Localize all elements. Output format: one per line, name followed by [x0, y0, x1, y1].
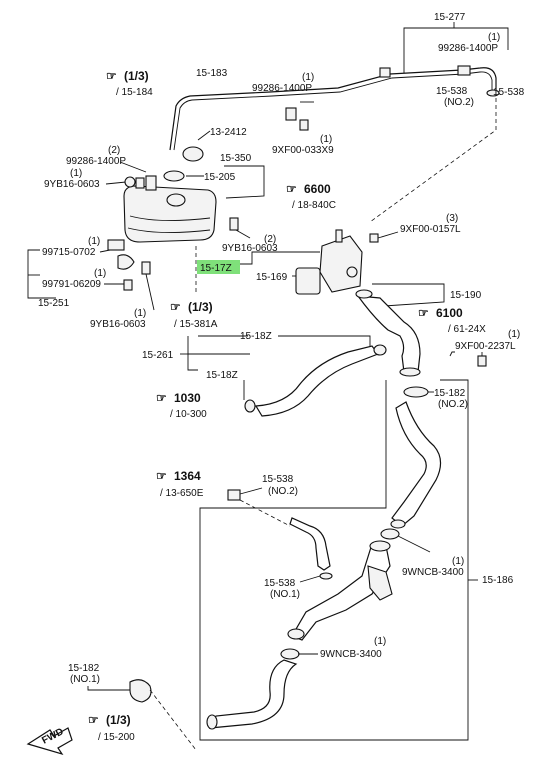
ref-15-381a-num: (1/3) [188, 300, 213, 314]
bracket-15-277 [403, 22, 509, 76]
label-99715-0702: 99715-0702 [42, 247, 96, 258]
label-15-538-low: 15-538 [264, 578, 296, 589]
clamp-9wncb-3400-a [380, 528, 400, 540]
pointing-hand-icon: ☞ [106, 69, 117, 83]
pipe-bypass [289, 517, 331, 571]
label-15-350: 15-350 [220, 153, 252, 164]
clamp-13-2412 [182, 146, 204, 162]
label-qty: (2) [264, 234, 276, 245]
pointing-hand-icon: ☞ [170, 300, 181, 314]
bracket-15-251 [27, 239, 151, 299]
ref-1364-num: 1364 [174, 469, 201, 483]
label-15-538-low-note: (NO.1) [270, 589, 300, 600]
label-15-538-top: 15-538 [436, 86, 468, 97]
pointing-hand-icon: ☞ [156, 391, 167, 405]
bolt-9xf00-0157l [369, 233, 379, 243]
label-15-18z-b: 15-18Z [206, 370, 238, 381]
label-qty: (1) [320, 134, 332, 145]
hose-15-182-upper [391, 401, 442, 527]
pipe-15-186 [287, 540, 393, 641]
pointing-hand-icon: ☞ [88, 713, 99, 727]
highlight-15-17z [197, 260, 240, 274]
label-99791-06209: 99791-06209 [42, 279, 101, 290]
bolt-9xf00-033x9 [299, 119, 309, 131]
label-9xf00-0157l: 9XF00-0157L [400, 224, 461, 235]
label-qty: (1) [94, 268, 106, 279]
ref-1030-sub: / 10-300 [170, 409, 207, 420]
label-15-538-top: 15-538 [493, 87, 525, 98]
label-15-205: 15-205 [204, 172, 236, 183]
label-qty: (3) [446, 213, 458, 224]
pointing-hand-icon: ☞ [156, 469, 167, 483]
bolt-9yb16-0603-b [229, 217, 239, 231]
label-13-2412: 13-2412 [210, 127, 247, 138]
label-9xf00-2237l: 9XF00-2237L [455, 341, 516, 352]
ref-15-184-sub: / 15-184 [116, 87, 153, 98]
label-15-277: 15-277 [434, 12, 466, 23]
label-15-261: 15-261 [142, 350, 174, 361]
hose-15-261 [254, 345, 379, 417]
label-99286-1400p-a: 99286-1400P [438, 43, 498, 54]
label-15-169: 15-169 [256, 272, 288, 283]
bracket-15-186 [199, 379, 478, 741]
label-15-182-low-note: (NO.1) [70, 674, 100, 685]
label-15-538-mid: 15-538 [262, 474, 294, 485]
label-99286-1400p-b: 99286-1400P [252, 83, 312, 94]
label-15-17z: 15-17Z [200, 263, 232, 274]
label-qty: (1) [374, 636, 386, 647]
label-15-183: 15-183 [196, 68, 228, 79]
label-15-18z-a: 15-18Z [240, 331, 272, 342]
ref-15-184-num: (1/3) [124, 69, 149, 83]
label-15-182-top: 15-182 [434, 388, 466, 399]
label-qty: (1) [302, 72, 314, 83]
ref-15-381a-sub: / 15-381A [174, 319, 218, 330]
ref-15-200-sub: / 15-200 [98, 732, 135, 743]
radiator-cap [129, 679, 152, 703]
ref-1030-num: 1030 [174, 391, 201, 405]
label-qty: (1) [70, 168, 82, 179]
label-15-251: 15-251 [38, 298, 70, 309]
pipe-15-183 [169, 65, 500, 151]
label-15-182-low: 15-182 [68, 663, 100, 674]
label-qty: (2) [108, 145, 120, 156]
ref-6600-sub: / 18-840C [292, 200, 336, 211]
hose-lower-radiator [208, 659, 298, 729]
label-9wncb-3400-a: 9WNCB-3400 [402, 567, 464, 578]
label-qty: (1) [508, 329, 520, 340]
ref-6600-num: 6600 [304, 182, 331, 196]
thermostat-housing [295, 229, 363, 295]
label-qty: (1) [452, 556, 464, 567]
label-99286-1400p-c: 99286-1400P [66, 156, 126, 167]
hose-15-190 [356, 295, 421, 373]
label-9yb16-0603-a: 9YB16-0603 [44, 179, 100, 190]
fwd-arrow-icon: FWD [26, 726, 73, 756]
label-15-538-top-note: (NO.2) [444, 97, 474, 108]
pointing-hand-icon: ☞ [418, 306, 429, 320]
label-9yb16-0603-b: 9YB16-0603 [222, 243, 278, 254]
ref-6100-sub: / 61-24X [448, 324, 486, 335]
label-15-190: 15-190 [450, 290, 482, 301]
ref-1364-sub: / 13-650E [160, 488, 204, 499]
pointing-hand-icon: ☞ [286, 182, 297, 196]
label-15-186: 15-186 [482, 575, 514, 586]
label-15-182-top-note: (NO.2) [438, 399, 468, 410]
ref-15-200-num: (1/3) [106, 713, 131, 727]
label-9xf00-033x9: 9XF00-033X9 [272, 145, 334, 156]
label-qty: (1) [134, 308, 146, 319]
label-qty: (1) [488, 32, 500, 43]
reservoir-tank [123, 170, 217, 243]
clamp-9wncb-3400-b [280, 648, 300, 660]
label-15-538-mid-note: (NO.2) [268, 486, 298, 497]
label-9yb16-0603-c: 9YB16-0603 [90, 319, 146, 330]
label-9wncb-3400-b: 9WNCB-3400 [320, 649, 382, 660]
ref-6100-num: 6100 [436, 306, 463, 320]
label-qty: (1) [88, 236, 100, 247]
